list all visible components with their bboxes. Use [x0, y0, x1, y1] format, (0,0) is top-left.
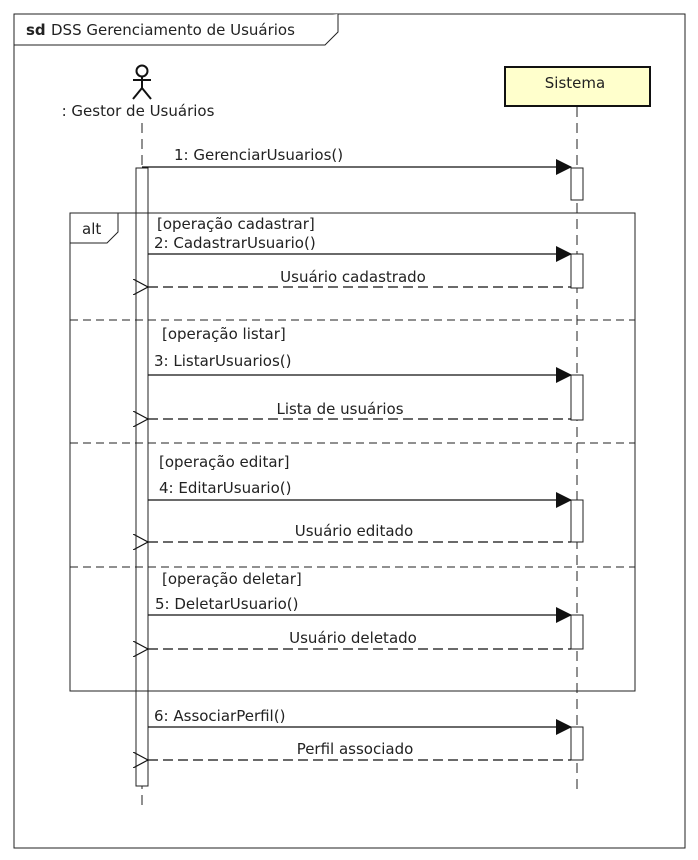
- reply-5: Usuário deletado: [148, 629, 571, 649]
- system-activation: [570, 374, 584, 421]
- reply-6-label: Perfil associado: [297, 740, 414, 758]
- system-activation: [570, 167, 584, 201]
- guard-deletar: [operação deletar]: [162, 570, 302, 588]
- system-activation: [570, 614, 584, 650]
- message-2-label: 2: CadastrarUsuario(): [154, 234, 316, 252]
- alt-operator: alt: [82, 220, 101, 238]
- message-4: 4: EditarUsuario(): [148, 479, 572, 508]
- reply-4: Usuário editado: [148, 522, 571, 542]
- system-activation: [570, 726, 584, 761]
- guard-editar: [operação editar]: [159, 453, 290, 471]
- message-6-label: 6: AssociarPerfil(): [154, 707, 285, 725]
- system-activation: [570, 499, 584, 543]
- system-label: Sistema: [545, 74, 605, 92]
- alt-fragment: alt [operação cadastrar] [operação lista…: [69, 212, 636, 692]
- guard-cadastrar: [operação cadastrar]: [157, 215, 315, 233]
- message-6: 6: AssociarPerfil(): [148, 707, 572, 735]
- frame-title: DSS Gerenciamento de Usuários: [51, 21, 295, 39]
- actor-label: : Gestor de Usuários: [62, 102, 215, 120]
- reply-3: Lista de usuários: [148, 400, 571, 419]
- message-2: 2: CadastrarUsuario(): [148, 234, 572, 262]
- message-5: 5: DeletarUsuario(): [148, 595, 572, 623]
- reply-5-label: Usuário deletado: [289, 629, 417, 647]
- actor-stick-figure-icon: [132, 64, 152, 100]
- system-lifeline-head: Sistema: [504, 66, 651, 107]
- system-activation: [570, 253, 584, 289]
- actor-activation: [135, 167, 149, 787]
- message-4-label: 4: EditarUsuario(): [159, 479, 291, 497]
- reply-2: Usuário cadastrado: [148, 268, 571, 287]
- message-1-label: 1: GerenciarUsuarios(): [174, 146, 343, 164]
- message-1: 1: GerenciarUsuarios(): [142, 146, 572, 175]
- guard-listar: [operação listar]: [162, 325, 286, 343]
- message-5-label: 5: DeletarUsuario(): [155, 595, 299, 613]
- reply-2-label: Usuário cadastrado: [280, 268, 426, 286]
- sd-frame: sd DSS Gerenciamento de Usuários: [13, 13, 686, 849]
- message-3: 3: ListarUsuarios(): [148, 352, 572, 383]
- reply-3-label: Lista de usuários: [276, 400, 403, 418]
- frame-keyword: sd: [26, 21, 46, 39]
- reply-4-label: Usuário editado: [295, 522, 413, 540]
- message-3-label: 3: ListarUsuarios(): [154, 352, 291, 370]
- reply-6: Perfil associado: [148, 740, 571, 760]
